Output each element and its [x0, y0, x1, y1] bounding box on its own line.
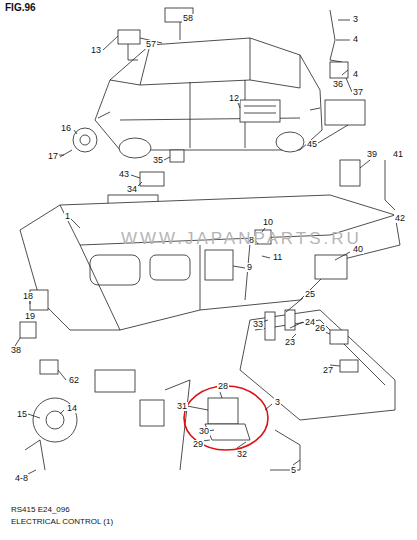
callout-number: 35 [152, 156, 164, 165]
callout-number: 28 [217, 382, 229, 391]
callout-number: 14 [66, 404, 78, 413]
callout-number: 32 [236, 450, 248, 459]
callout-number: 11 [272, 253, 283, 262]
callout-number: 42 [394, 214, 406, 223]
callout-number: 39 [366, 150, 378, 159]
callout-number: 29 [192, 440, 204, 449]
callout-number: 26 [314, 324, 326, 333]
figure-number: FIG.96 [4, 3, 37, 13]
callout-number: 45 [306, 140, 318, 149]
callout-number: 30 [198, 427, 210, 436]
callout-number: 12 [228, 94, 240, 103]
callout-number: 18 [22, 292, 34, 301]
callout-number: 19 [24, 312, 36, 321]
callout-number: 38 [10, 346, 22, 355]
callout-number: 15 [16, 410, 28, 419]
callout-number: 3 [352, 15, 359, 24]
callout-number: 57 [145, 40, 157, 49]
callout-number: 31 [176, 402, 188, 411]
callout-number: 34 [126, 185, 138, 194]
callout-number: 25 [304, 290, 316, 299]
callout-number: 16 [60, 124, 72, 133]
callout-number: 4-8 [14, 474, 29, 483]
callout-number: 36 [332, 80, 344, 89]
callout-number: 5 [290, 466, 297, 475]
callout-number: 43 [118, 170, 130, 179]
callout-number: 1 [64, 212, 71, 221]
callout-number: 58 [182, 14, 194, 23]
callout-number: 4 [352, 35, 359, 44]
callout-number: 3 [274, 398, 281, 407]
callout-number: 4 [352, 70, 359, 79]
callout-number: 37 [352, 88, 364, 97]
callout-number: 33 [252, 320, 264, 329]
caption-text: RS415 E24_096 [10, 506, 71, 514]
callout-number: 17 [47, 152, 59, 161]
callout-number: 62 [68, 376, 80, 385]
callout-number: 41 [392, 150, 404, 159]
watermark: WWW.JAPANPARTS.RU [120, 230, 363, 247]
callout-number: 13 [90, 46, 102, 55]
callout-number: 27 [322, 366, 334, 375]
callout-number: 9 [246, 263, 253, 272]
callout-number: 10 [262, 218, 274, 227]
caption-text: ELECTRICAL CONTROL (1) [10, 518, 114, 526]
callout-number: 23 [284, 338, 296, 347]
